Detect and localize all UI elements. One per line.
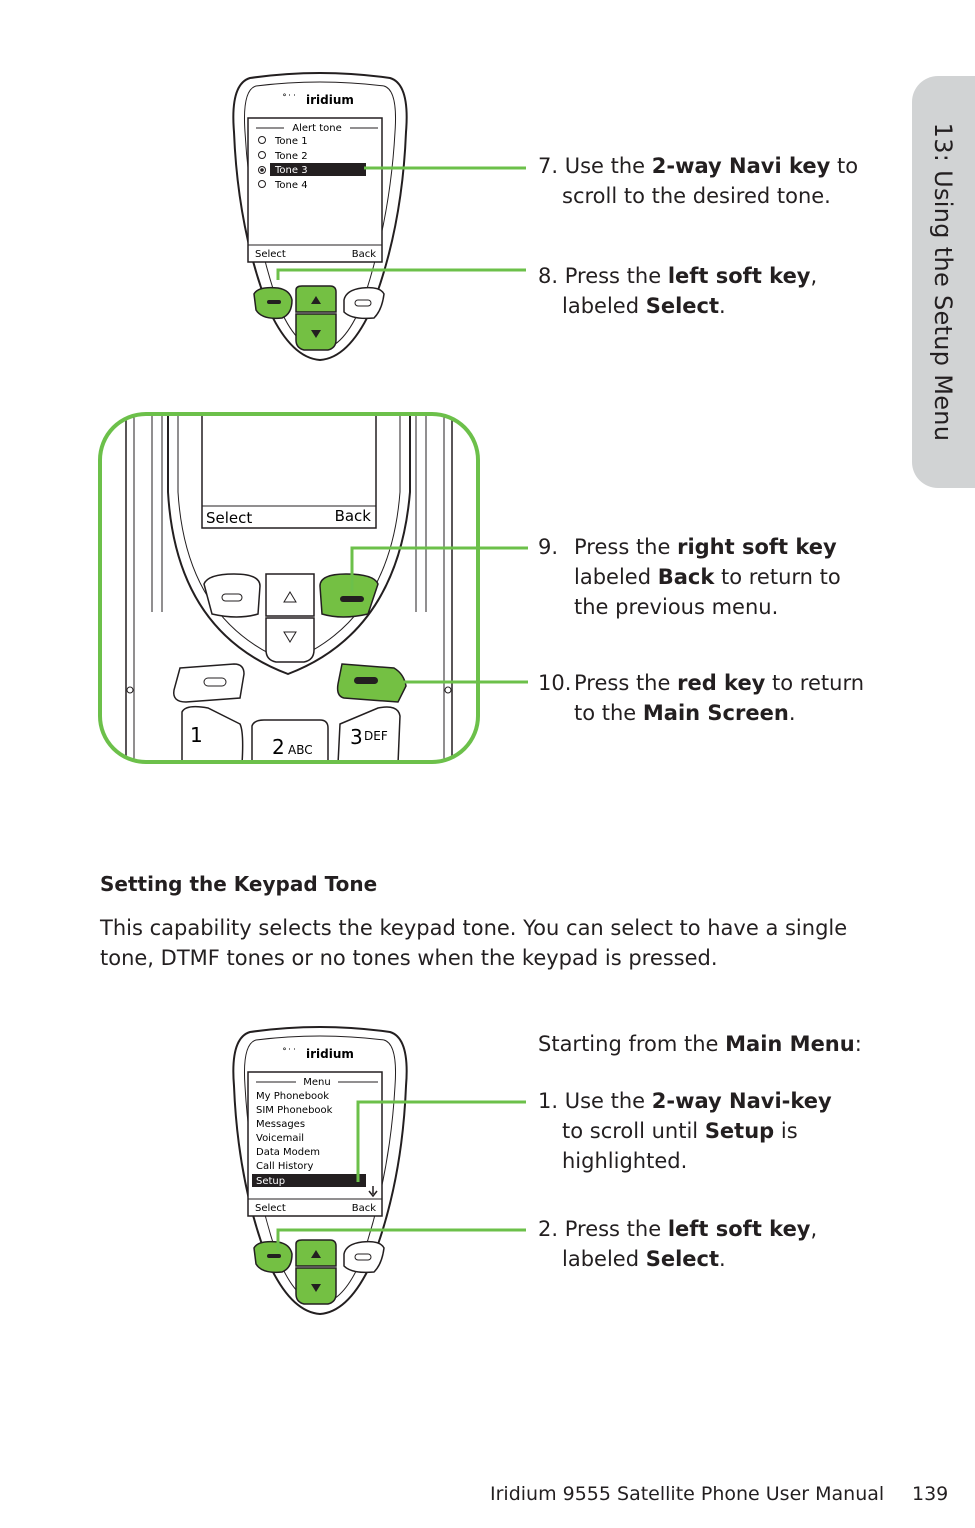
navi-key[interactable] [295,285,337,351]
svg-text:ABC: ABC [288,743,313,757]
right-soft-key[interactable] [343,1240,385,1274]
brand-logo: iridium [306,93,354,107]
left-soft-key[interactable] [253,1240,293,1274]
svg-text:1: 1 [190,723,203,747]
step-7: 7. Use the 2-way Navi key to scroll to t… [538,154,859,208]
right-soft-key[interactable] [319,573,379,618]
svg-text:DEF: DEF [364,729,388,743]
screen-title: Menu [303,1077,330,1088]
keypad-key-2[interactable]: 2 ABC [251,719,329,764]
chapter-side-tab-label: 13: Using the Setup Menu [929,122,957,442]
arrow-down-icon [283,631,297,643]
right-soft-key[interactable] [343,286,385,320]
steps-intro: Starting from the Main Menu: [538,1032,862,1056]
arrow-down-icon [311,330,321,338]
menu-item-messages[interactable]: Messages [256,1119,305,1130]
arrow-up-icon [311,296,321,304]
soft-label-back: Back [335,507,372,525]
footer-page-number: 139 [912,1483,949,1505]
arrow-down-icon [311,1284,321,1292]
step-2: 2. Press the left soft key, labeled Sele… [538,1217,818,1271]
svg-text:Tone 4: Tone 4 [274,180,308,191]
tone-option-4[interactable]: Tone 4 [258,180,308,191]
keypad-key-3[interactable]: 3 DEF [337,706,401,764]
phone-back-red-key-illustration: Select Back 1 [98,412,480,764]
scroll-down-arrow-icon [368,1186,378,1198]
menu-item-sim-phonebook[interactable]: SIM Phonebook [256,1105,333,1116]
satellite-logo-icon: ˚˙˙ [282,93,297,105]
brand-logo: iridium [306,1047,354,1061]
section-heading: Setting the Keypad Tone [100,872,378,896]
step-10: 10.Press the red key to return to the Ma… [538,671,865,725]
tone-option-3-selected[interactable]: Tone 3 [258,163,367,176]
satellite-logo-icon: ˚˙˙ [282,1047,297,1059]
phone3-callout-lines [276,1100,526,1250]
tone-option-1[interactable]: Tone 1 [258,136,308,147]
phone-alert-tone-illustration: iridium ˚˙˙ Alert tone Tone 1 Tone 2 Ton… [232,72,408,362]
step-9: 9.Press the right soft key labeled Back … [538,535,841,619]
menu-item-call-history[interactable]: Call History [256,1161,314,1172]
menu-item-setup-selected[interactable]: Setup [256,1176,285,1187]
menu-item-voicemail[interactable]: Voicemail [256,1133,304,1144]
svg-text:Tone 2: Tone 2 [274,151,308,162]
send-key[interactable] [173,663,245,703]
soft-label-select: Select [255,249,286,260]
left-soft-key[interactable] [203,573,261,618]
step-1: 1. Use the 2-way Navi-key to scroll unti… [538,1089,832,1173]
section-paragraph: This capability selects the keypad tone.… [100,916,848,970]
svg-text:Tone 3: Tone 3 [274,165,308,176]
chapter-side-tab [912,76,975,488]
soft-label-back: Back [352,249,376,260]
arrow-up-icon [311,1250,321,1258]
navi-key[interactable] [265,573,315,663]
red-end-key[interactable] [336,663,407,703]
soft-label-select: Select [255,1203,286,1214]
svg-text:2: 2 [272,735,285,759]
step-8: 8. Press the left soft key, labeled Sele… [538,264,818,318]
navi-key[interactable] [295,1239,337,1305]
svg-text:Tone 1: Tone 1 [274,136,308,147]
footer-manual-title: Iridium 9555 Satellite Phone User Manual [490,1483,885,1505]
svg-text:3: 3 [350,725,363,749]
phone2-callout-lines [350,546,528,684]
menu-item-my-phonebook[interactable]: My Phonebook [256,1091,329,1102]
soft-label-select: Select [206,509,252,527]
phone1-callout-lines [276,166,526,280]
arrow-up-icon [283,591,297,603]
soft-label-back: Back [352,1203,376,1214]
left-soft-key[interactable] [253,286,293,320]
screen-title: Alert tone [292,123,342,134]
menu-item-data-modem[interactable]: Data Modem [256,1147,320,1158]
tone-option-2[interactable]: Tone 2 [258,151,308,162]
keypad-key-1[interactable]: 1 [181,705,244,764]
